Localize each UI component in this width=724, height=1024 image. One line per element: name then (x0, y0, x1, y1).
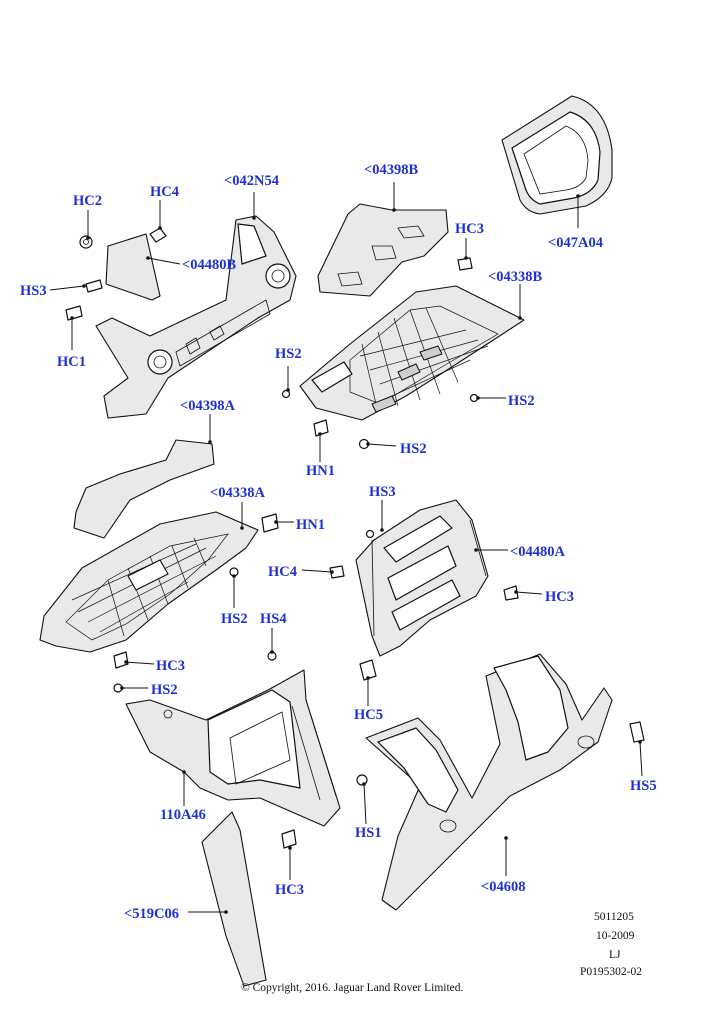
callout-hc3-top[interactable]: HC3 (455, 221, 484, 237)
callout-hs4[interactable]: HS4 (260, 611, 287, 627)
callout-04398a[interactable]: <04398A (180, 398, 235, 414)
callout-hn1-b[interactable]: HN1 (296, 517, 325, 533)
callout-04338a[interactable]: <04338A (210, 485, 265, 501)
reference-code: 5011205 (594, 911, 634, 923)
callout-519c06[interactable]: <519C06 (124, 906, 179, 922)
reference-date: 10-2009 (596, 930, 635, 942)
callout-hs2-c[interactable]: HS2 (400, 441, 427, 457)
callout-04480a[interactable]: <04480A (510, 544, 565, 560)
copyright-notice: © Copyright, 2016. Jaguar Land Rover Lim… (241, 982, 464, 994)
reference-part-no: P0195302-02 (580, 966, 642, 978)
part-04480b-cover[interactable] (105, 233, 161, 301)
part-047a04-frame[interactable] (501, 95, 613, 215)
callout-042n54[interactable]: <042N54 (224, 173, 279, 189)
callout-hc1[interactable]: HC1 (57, 354, 86, 370)
part-04608-knee-bolster[interactable] (365, 653, 613, 911)
callout-04480b[interactable]: <04480B (182, 257, 237, 273)
callout-hs1[interactable]: HS1 (355, 825, 382, 841)
callout-hs2-d[interactable]: HS2 (221, 611, 248, 627)
callout-hc3-bottom[interactable]: HC3 (275, 882, 304, 898)
part-04338b-grid-tray[interactable] (299, 285, 525, 421)
part-04338a-grid-tray[interactable] (39, 511, 259, 653)
callout-hs3-mid[interactable]: HS3 (369, 484, 396, 500)
callout-hc4-mid[interactable]: HC4 (268, 564, 297, 580)
part-04480a-bracket[interactable] (355, 499, 489, 657)
callout-hc5[interactable]: HC5 (354, 707, 383, 723)
callout-04608[interactable]: <04608 (481, 879, 526, 895)
callout-hc4-top[interactable]: HC4 (150, 184, 179, 200)
callout-hs2-b[interactable]: HS2 (508, 393, 535, 409)
callout-04398b[interactable]: <04398B (364, 162, 419, 178)
part-04398b-pad[interactable] (317, 203, 449, 297)
callout-110a46[interactable]: 110A46 (160, 807, 206, 823)
callout-hc3-left[interactable]: HC3 (156, 658, 185, 674)
callout-hc2-top[interactable]: HC2 (73, 193, 102, 209)
part-519c06-trim-strip[interactable] (201, 811, 267, 987)
callout-hc3-mid[interactable]: HC3 (545, 589, 574, 605)
callout-hs3-left[interactable]: HS3 (20, 283, 47, 299)
callout-047a04[interactable]: <047A04 (548, 235, 603, 251)
callout-hs2-e[interactable]: HS2 (151, 682, 178, 698)
part-042n54-upper-panel[interactable] (95, 215, 297, 419)
callout-hs5[interactable]: HS5 (630, 778, 657, 794)
callout-hn1-a[interactable]: HN1 (306, 463, 335, 479)
callout-hs2-a[interactable]: HS2 (275, 346, 302, 362)
part-110a46-lower-panel[interactable] (125, 669, 341, 827)
callout-04338b[interactable]: <04338B (488, 269, 543, 285)
leader-lines (49, 182, 643, 914)
part-04398a-pad[interactable] (73, 439, 215, 539)
reference-initials: LJ (609, 949, 621, 961)
